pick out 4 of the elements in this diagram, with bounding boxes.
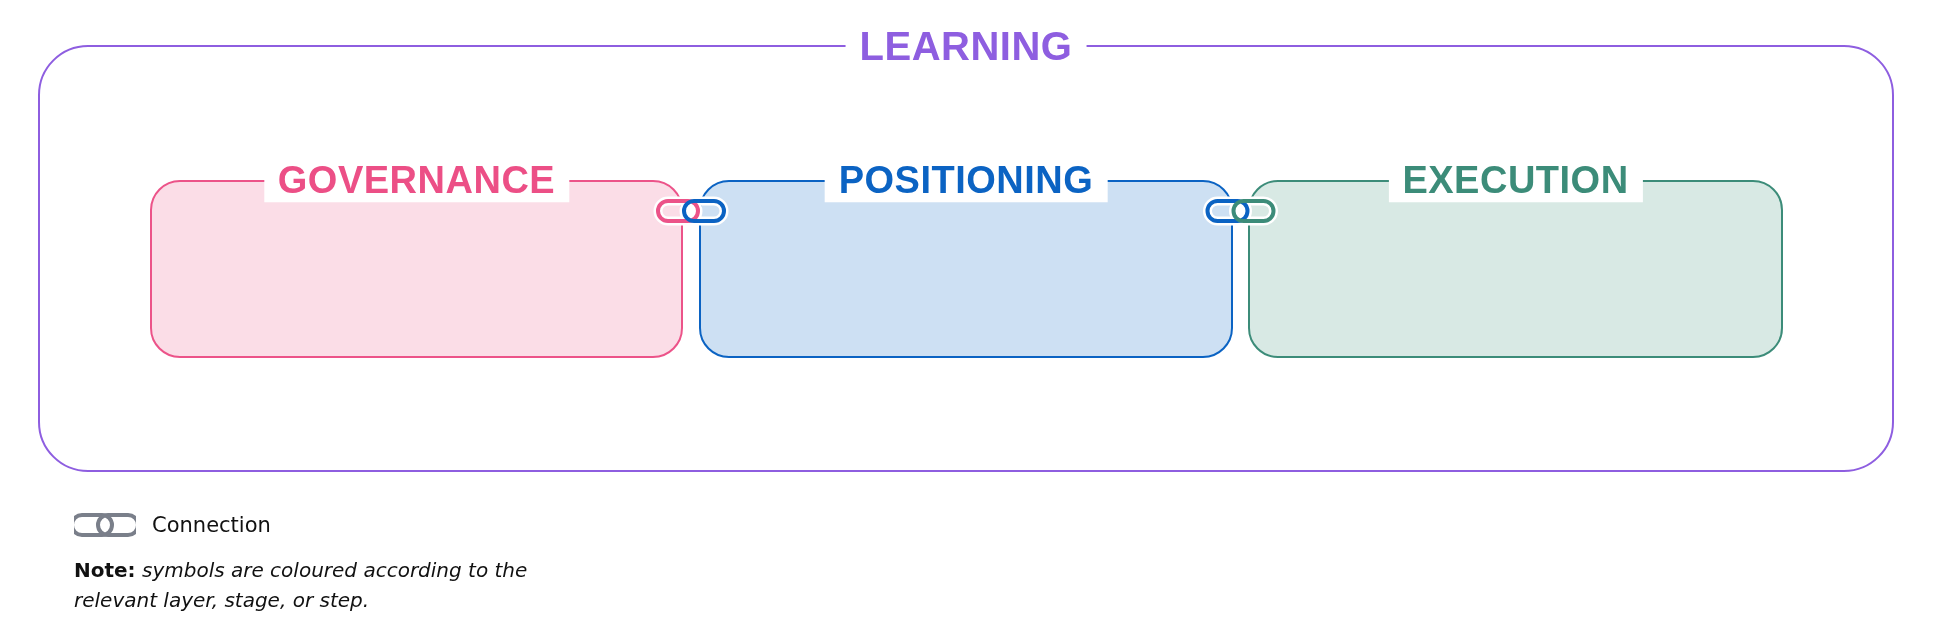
note-text: Note: symbols are coloured according to the relevant layer, stage, or step. bbox=[74, 557, 529, 614]
chain-link bbox=[653, 196, 729, 226]
chain-link bbox=[1203, 196, 1278, 226]
legend-label: Connection bbox=[152, 513, 271, 537]
